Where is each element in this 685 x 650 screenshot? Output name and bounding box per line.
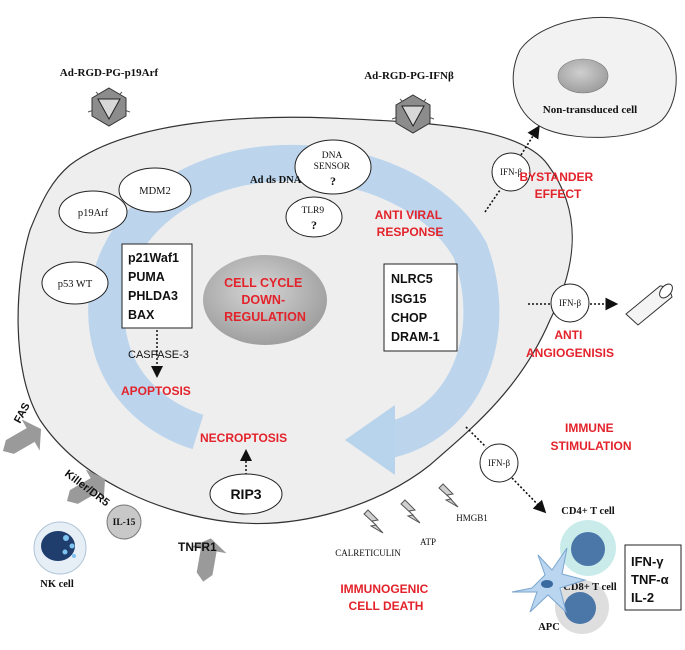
- svg-text:PUMA: PUMA: [128, 270, 165, 284]
- svg-text:IFN-γ: IFN-γ: [631, 554, 664, 569]
- svg-text:IL-2: IL-2: [631, 590, 654, 605]
- svg-text:CHOP: CHOP: [391, 311, 427, 325]
- svg-text:TNF-α: TNF-α: [631, 572, 669, 587]
- interferon-genes-box: NLRC5 ISG15 CHOP DRAM-1: [383, 263, 458, 352]
- virus-ifnb-label: Ad-RGD-PG-IFNβ: [364, 70, 454, 82]
- p53-node: p53 WT: [41, 261, 109, 305]
- dna-sensor-node: DNA SENSOR ?: [294, 139, 372, 195]
- il15-node: IL-15: [106, 504, 142, 540]
- necroptosis-label: NECROPTOSIS: [200, 431, 287, 445]
- tlr9-label: TLR9 ?: [301, 206, 326, 232]
- hmgb1-icon: [438, 483, 459, 508]
- apc-label: APC: [538, 622, 560, 633]
- tlr9-node: TLR9 ?: [285, 196, 343, 238]
- p19arf-node: p19Arf: [58, 190, 128, 234]
- immunogenic-cell-death-label: IMMUNOGENIC CELL DEATH: [340, 582, 431, 613]
- blood-vessel-icon: [625, 283, 673, 326]
- ifn-bystander-node: IFN-β: [491, 152, 531, 192]
- virus-p19arf-icon: [87, 87, 131, 127]
- atp-icon: [400, 499, 421, 524]
- immune-arrow-out: [511, 477, 547, 514]
- svg-text:IFN-β: IFN-β: [559, 298, 581, 308]
- fas-label: FAS: [12, 401, 33, 426]
- apc-icon: [511, 547, 587, 614]
- svg-text:IFN-β: IFN-β: [488, 458, 510, 468]
- nk-cell-icon: [33, 521, 87, 575]
- p53-label: p53 WT: [58, 279, 93, 290]
- svg-text:BAX: BAX: [128, 308, 155, 322]
- anti-angiogenesis-label: ANTI ANGIOGENISIS: [526, 328, 614, 360]
- immune-stimulation-label: IMMUNE STIMULATION: [550, 421, 631, 453]
- dna-sensor-label: DNA SENSOR ?: [314, 151, 353, 188]
- cell-cycle-arrow: [88, 144, 500, 458]
- svg-text:PHLDA3: PHLDA3: [128, 289, 178, 303]
- svg-text:ISG15: ISG15: [391, 292, 426, 306]
- mdm2-node: MDM2: [118, 167, 192, 213]
- bystander-effect-label: BYSTANDER EFFECT: [519, 170, 596, 201]
- svg-text:IL-15: IL-15: [113, 518, 136, 528]
- rip3-node: RIP3: [209, 473, 283, 515]
- ad-ds-dna-label: Ad ds DNA: [250, 175, 302, 186]
- p53-target-genes-box: p21Waf1 PUMA PHLDA3 BAX: [121, 243, 193, 329]
- p19arf-label: p19Arf: [78, 208, 109, 219]
- svg-text:IFN-β: IFN-β: [500, 167, 522, 177]
- calreticulin-label: CALRETICULIN: [335, 548, 401, 558]
- cytokines-box: IFN-γ TNF-α IL-2: [624, 544, 682, 611]
- mdm2-label: MDM2: [139, 186, 171, 197]
- rip3-label: RIP3: [230, 486, 261, 502]
- cd8-t-cell: [555, 580, 609, 634]
- tnfr1-receptor-icon: [191, 538, 227, 582]
- virus-ifnb-icon: [391, 94, 435, 134]
- bystander-arrow-out: [520, 125, 540, 156]
- nucleus: [203, 255, 327, 345]
- bystander-arrow-in: [484, 189, 501, 213]
- ifn-angio-node: IFN-β: [550, 283, 590, 323]
- cell-cycle-label: CELL CYCLE DOWN- REGULATION: [224, 276, 306, 324]
- apoptosis-label: APOPTOSIS: [121, 384, 191, 398]
- killer-dr5-receptor-icon: [66, 469, 106, 504]
- nk-cell-label: NK cell: [40, 579, 74, 590]
- hmgb1-label: HMGB1: [456, 513, 488, 523]
- svg-text:DRAM-1: DRAM-1: [391, 330, 440, 344]
- non-transduced-nucleus: [557, 58, 609, 94]
- cd4-label: CD4+ T cell: [561, 506, 615, 517]
- caspase-label: CASPASE-3: [128, 349, 189, 361]
- anti-viral-label: ANTI VIRAL RESPONSE: [375, 208, 445, 239]
- fas-receptor-icon: [2, 419, 42, 454]
- cell-cycle-arrowhead: [345, 405, 395, 475]
- non-transduced-label: Non-transduced cell: [543, 104, 637, 116]
- cd4-t-cell: [560, 520, 616, 576]
- ifn-immune-node: IFN-β: [479, 443, 519, 483]
- atp-label: ATP: [420, 537, 436, 547]
- svg-text:NLRC5: NLRC5: [391, 272, 433, 286]
- svg-text:p21Waf1: p21Waf1: [128, 251, 179, 265]
- cd8-label: CD8+ T cell: [563, 582, 617, 593]
- immune-arrow-in: [465, 426, 487, 448]
- virus-p19arf-label: Ad-RGD-PG-p19Arf: [60, 67, 159, 79]
- calreticulin-icon: [363, 509, 384, 534]
- tnfr1-label: TNFR1: [178, 540, 217, 554]
